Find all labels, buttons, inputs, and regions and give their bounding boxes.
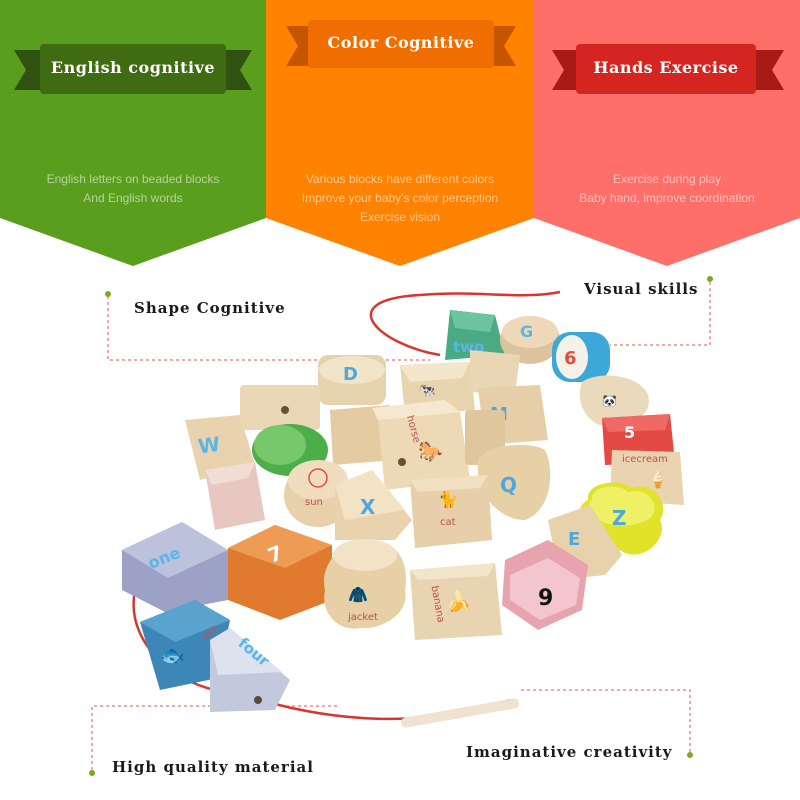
banner-color-cognitive: Color Cognitive <box>327 33 475 52</box>
color-description: Various blocks have different colors Imp… <box>276 170 524 227</box>
callout-dot-creativity <box>687 752 693 758</box>
bead-e-label: E <box>568 529 580 550</box>
hands-line-1: Exercise during play <box>612 172 722 186</box>
bead-two: two <box>445 310 505 360</box>
bead-fish: 🐟 fish <box>140 600 230 690</box>
bead-cat-label: cat <box>440 517 456 528</box>
hands-line-2: Baby hand, improve coordination <box>579 191 755 205</box>
svg-text:🐼: 🐼 <box>602 394 617 408</box>
bead-d: D <box>318 355 386 405</box>
green-panel <box>0 0 266 266</box>
callout-dot-visual <box>707 276 713 282</box>
bead-five-label: 5 <box>624 423 635 442</box>
bead-jacket: 🧥 jacket <box>324 539 406 629</box>
bead-g-label: G <box>520 322 533 341</box>
bead-x-label: X <box>360 495 376 519</box>
bead-four: four <box>210 628 290 712</box>
bead-one: one <box>122 522 228 612</box>
pink-panel <box>534 0 800 266</box>
callout-imaginative-creativity: Imaginative creativity <box>466 743 673 761</box>
callout-high-quality-material: High quality material <box>112 758 314 776</box>
svg-text:🐄: 🐄 <box>418 383 435 399</box>
color-line-3: Exercise vision <box>359 210 441 224</box>
bead-d-label: D <box>343 364 358 385</box>
callout-dot-material <box>89 770 95 776</box>
bead-w-label: W <box>196 432 221 459</box>
banner-english-cognitive: English cognitive <box>50 58 216 77</box>
banner-hands-exercise: Hands Exercise <box>593 58 739 77</box>
bead-nine-label: 9 <box>538 586 553 611</box>
callout-visual-skills: Visual skills <box>584 280 699 298</box>
bead-plain-1 <box>470 350 520 395</box>
english-line-1: English letters on beaded blocks <box>46 172 220 186</box>
english-line-2: And English words <box>83 191 183 205</box>
bead-q-label: Q <box>500 473 517 497</box>
bead-horse: horse 🐎 <box>372 400 470 490</box>
bead-animal-right: 🐼 <box>579 375 649 427</box>
bead-x: X <box>335 470 412 540</box>
bead-cat: 🐈 cat <box>410 475 492 548</box>
color-line-1: Various blocks have different colors <box>305 172 495 186</box>
hands-description: Exercise during play Baby hand, improve … <box>546 170 788 208</box>
bead-w-left: W <box>185 415 255 480</box>
bead-pink-fish <box>205 462 265 530</box>
english-description: English letters on beaded blocks And Eng… <box>20 170 246 208</box>
bead-sun-label: sun <box>305 497 323 508</box>
bead-animal-top: 🐄 <box>400 362 475 415</box>
svg-text:🐎: 🐎 <box>418 439 443 463</box>
callout-dot-shape <box>105 291 111 297</box>
color-banner-ribbon <box>286 20 516 68</box>
english-banner-ribbon <box>14 44 252 94</box>
bead-g: G <box>500 316 560 364</box>
bead-icecream-label: icecream <box>622 454 668 465</box>
bead-banana: banana 🍌 <box>410 563 502 640</box>
svg-text:🐟: 🐟 <box>160 643 185 667</box>
svg-text:🍌: 🍌 <box>446 589 471 613</box>
bead-z-label: Z <box>612 506 627 530</box>
bead-six-top: 6 <box>552 332 610 382</box>
bead-jacket-label: jacket <box>347 612 378 623</box>
lacing-needle <box>400 698 520 728</box>
bead-seven: 7 <box>228 525 332 620</box>
svg-text:🍦: 🍦 <box>648 470 668 489</box>
bead-nine: 9 <box>502 540 588 630</box>
bead-q: Q <box>477 444 551 520</box>
bead-plain-2 <box>240 385 320 430</box>
hands-banner-ribbon <box>552 44 784 94</box>
callout-shape-cognitive: Shape Cognitive <box>134 299 286 317</box>
bead-six-top-label: 6 <box>564 348 577 369</box>
svg-text:🧥: 🧥 <box>348 585 368 604</box>
svg-text:🐈: 🐈 <box>438 490 458 509</box>
color-line-2: Improve your baby's color perception <box>301 191 499 205</box>
